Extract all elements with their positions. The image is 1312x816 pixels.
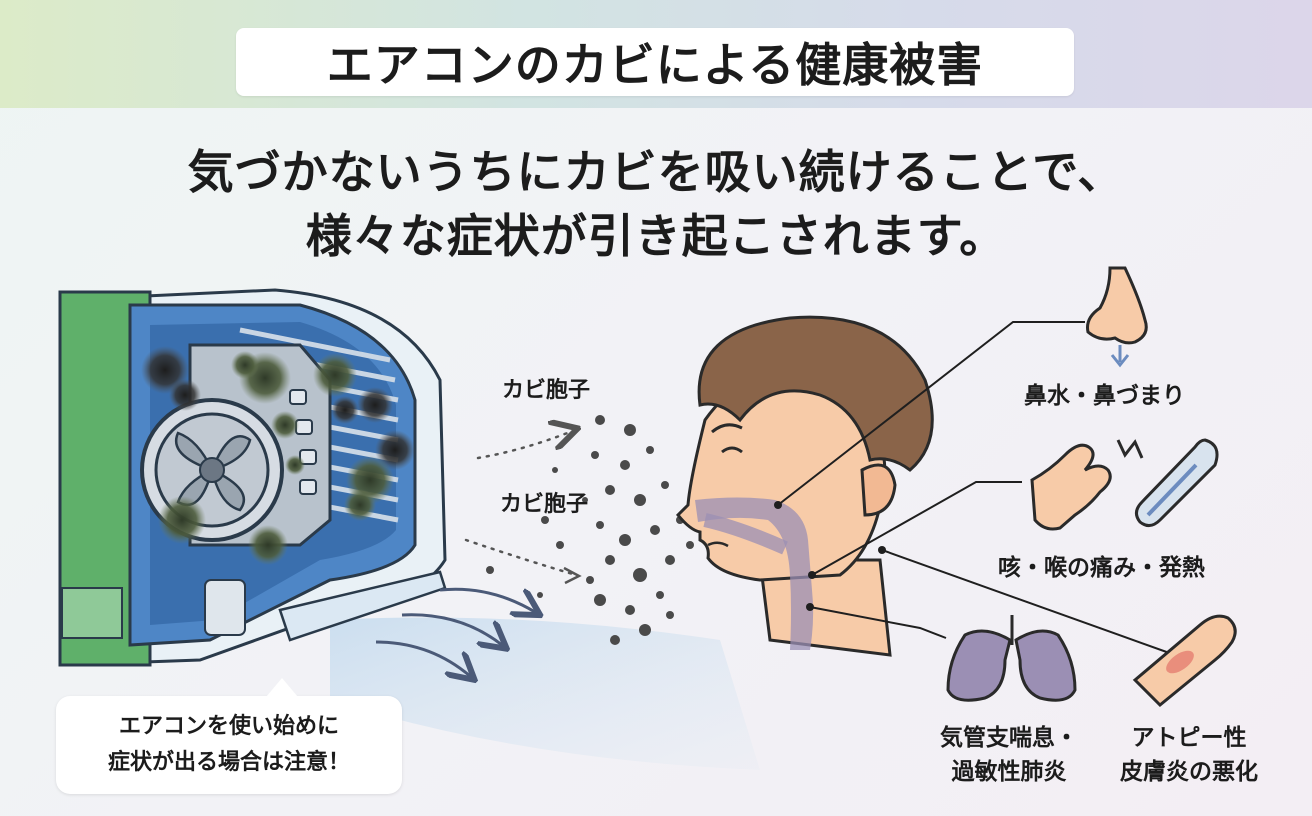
ac-drain-bottle bbox=[204, 579, 246, 636]
symptom-skin: アトピー性 皮膚炎の悪化 bbox=[1104, 718, 1274, 786]
spore-path-top bbox=[478, 430, 572, 455]
eye bbox=[721, 446, 743, 454]
symptom-lungs-line-1: 気管支喘息・ bbox=[940, 725, 1078, 751]
lungs-icon bbox=[946, 615, 1077, 702]
mold-patches bbox=[141, 346, 415, 565]
airflow-arrows bbox=[375, 587, 535, 676]
spore-arrow-top-head bbox=[564, 422, 581, 440]
symptom-throat: 咳・喉の痛み・発熱 bbox=[998, 555, 1205, 581]
spore-cloud bbox=[486, 415, 703, 645]
hair bbox=[697, 315, 934, 472]
airway-mouth bbox=[703, 513, 788, 555]
symptom-skin-line-1: アトピー性 bbox=[1131, 725, 1247, 751]
thermometer-icon bbox=[1135, 438, 1219, 527]
spore-label-top: カビ胞子 bbox=[502, 378, 591, 403]
subtitle-line-1: 気づかないうちにカビを吸い続けることで、 bbox=[187, 145, 1125, 199]
symptom-nose: 鼻水・鼻づまり bbox=[1024, 383, 1185, 409]
ac-green-tab bbox=[61, 587, 123, 639]
connector-lines bbox=[777, 321, 1176, 656]
connector-dots bbox=[774, 501, 886, 611]
fan-hub bbox=[199, 457, 225, 483]
caution-line-1: エアコンを使い始めに bbox=[118, 714, 339, 739]
hand-icon bbox=[1030, 439, 1144, 531]
caution-line-2: 症状が出る場合は注意！ bbox=[107, 750, 350, 775]
subtitle-line-2: 様々な症状が引き起こされます。 bbox=[305, 209, 1007, 263]
spore-label-bottom: カビ胞子 bbox=[500, 492, 589, 517]
title-box: エアコンのカビによる健康被害 bbox=[236, 28, 1074, 96]
mouth bbox=[707, 541, 729, 548]
ac-green-frame bbox=[58, 290, 152, 667]
airway bbox=[695, 497, 814, 650]
person bbox=[675, 315, 934, 657]
nose-icon bbox=[1086, 266, 1148, 368]
ac-louver bbox=[278, 570, 447, 642]
spore-arrow-top bbox=[476, 428, 577, 460]
eyebrow bbox=[711, 423, 743, 434]
symptom-lungs-line-2: 過敏性肺炎 bbox=[951, 759, 1067, 785]
caution-callout: エアコンを使い始めに 症状が出る場合は注意！ bbox=[56, 678, 402, 794]
ear bbox=[860, 463, 897, 517]
air-conditioner bbox=[58, 288, 447, 667]
arm-rash-icon bbox=[1132, 614, 1237, 708]
symptom-skin-line-2: 皮膚炎の悪化 bbox=[1120, 759, 1258, 785]
symptom-lungs: 気管支喘息・ 過敏性肺炎 bbox=[924, 718, 1094, 786]
spore-arrow-mid-head bbox=[563, 566, 582, 585]
page-title: エアコンのカビによる健康被害 bbox=[326, 38, 984, 92]
